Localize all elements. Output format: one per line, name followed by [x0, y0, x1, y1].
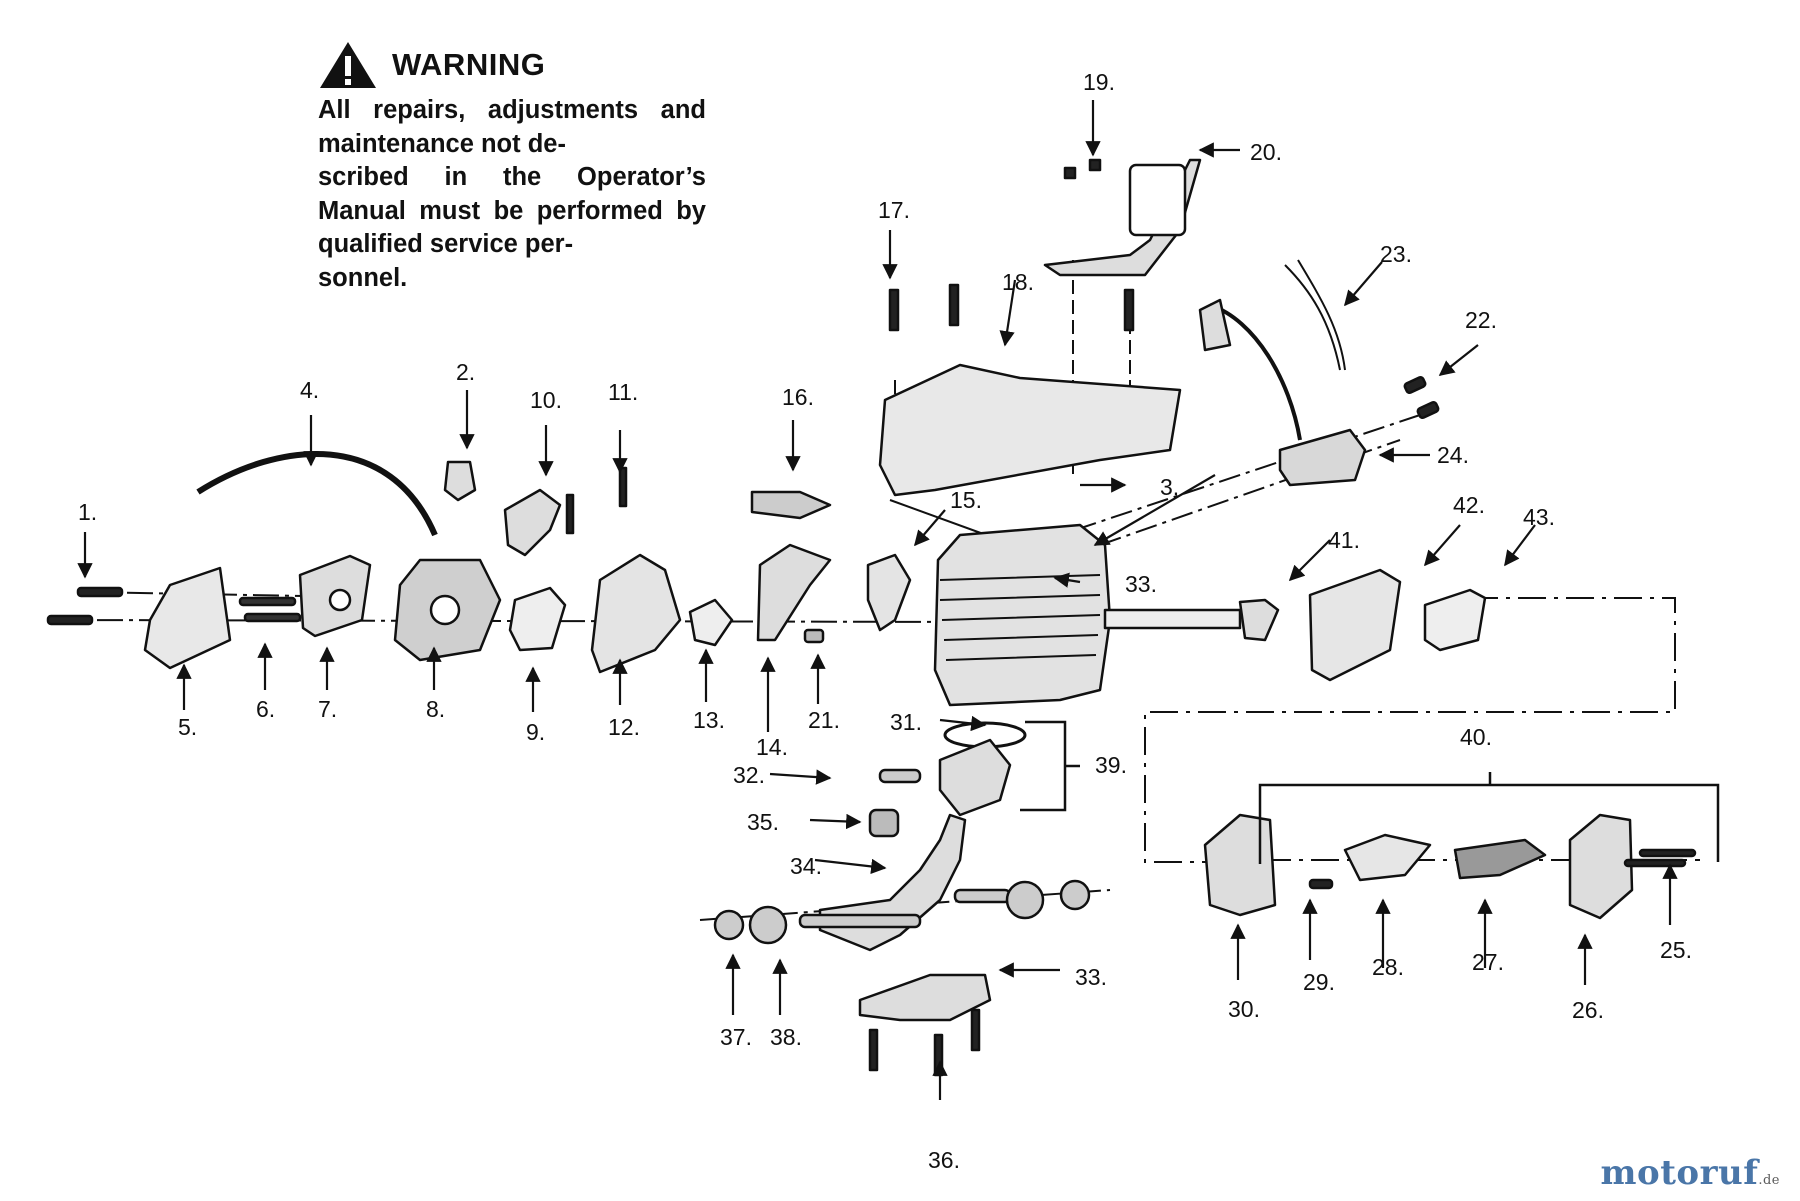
part-label: 20.	[1250, 139, 1282, 165]
crankcase-bottom	[858, 973, 992, 1022]
screws-6	[238, 596, 297, 607]
spark-plug	[750, 490, 832, 520]
part-label: 7.	[318, 696, 337, 722]
warning-title: WARNING	[392, 47, 546, 82]
gasket-43	[1423, 588, 1487, 652]
part-label: 38.	[770, 1024, 802, 1050]
heat-shield-42	[1308, 568, 1402, 682]
primer-bulb	[443, 460, 477, 502]
part-label: 3.	[1160, 474, 1179, 500]
part-label: 27.	[1472, 949, 1504, 975]
part-label: 30.	[1228, 996, 1260, 1022]
cylinder	[933, 523, 1112, 707]
muffler-back	[1568, 813, 1634, 920]
part-label: 26.	[1572, 997, 1604, 1023]
part-label: 43.	[1523, 504, 1555, 530]
screw-1	[46, 586, 124, 626]
part-label: 17.	[878, 197, 910, 223]
cylinder-cover	[878, 363, 1182, 497]
part-label: 28.	[1372, 954, 1404, 980]
bracket-10	[503, 488, 562, 557]
carb-housing	[590, 553, 682, 674]
gasket-41	[1238, 598, 1280, 642]
part-label: 2.	[456, 359, 475, 385]
muffler-baffle	[1343, 833, 1432, 882]
needle-bearing	[868, 808, 900, 838]
gasket-9	[508, 586, 567, 652]
part-label: 21.	[808, 707, 840, 733]
intake-boot	[688, 598, 734, 647]
clip-15	[866, 553, 912, 632]
part-label: 22.	[1465, 307, 1497, 333]
part-label: 11.	[608, 379, 638, 405]
part-label: 29.	[1303, 969, 1335, 995]
part-labels: 1. 2. 3. 4. 5. 6. 7. 8. 9. 10. 11. 12. 1…	[78, 69, 1692, 1173]
part-label: 15.	[950, 487, 982, 513]
warning-header: WARNING	[318, 40, 706, 90]
muffler-front	[1203, 813, 1277, 917]
part-label: 1.	[78, 499, 97, 525]
part-label: 37.	[720, 1024, 752, 1050]
spark-screen	[1453, 838, 1547, 880]
seal-37	[713, 909, 745, 941]
part-label: 8.	[426, 696, 445, 722]
part-label: 6.	[256, 696, 275, 722]
ignition-module	[1278, 428, 1367, 487]
part-label: 5.	[178, 714, 197, 740]
lever-14	[756, 543, 832, 642]
warning-triangle-icon	[320, 42, 376, 88]
part-drawings	[46, 158, 1697, 1077]
part-label: 34.	[790, 853, 822, 879]
part-label: 33.	[1125, 571, 1157, 597]
part-label: 36.	[928, 1147, 960, 1173]
part-label: 35.	[747, 809, 779, 835]
warning-notice: WARNING All repairs, adjustments and mai…	[318, 40, 706, 295]
part-label: 13.	[693, 707, 725, 733]
part-label: 23.	[1380, 241, 1412, 267]
air-filter-cover	[143, 566, 232, 670]
fuel-line	[196, 450, 438, 537]
part-label: 19.	[1083, 69, 1115, 95]
part-label: 4.	[300, 377, 319, 403]
part-label: 32.	[733, 762, 765, 788]
part-label: 24.	[1437, 442, 1469, 468]
part-label: 18.	[1002, 269, 1034, 295]
part-label: 33.	[1075, 964, 1107, 990]
part-label: 9.	[526, 719, 545, 745]
part-label: 31.	[890, 709, 922, 735]
part-label: 42.	[1453, 492, 1485, 518]
handle-20	[1043, 158, 1202, 277]
part-label: 16.	[782, 384, 814, 410]
part-label: 41.	[1328, 527, 1360, 553]
part-label: 40.	[1460, 724, 1492, 750]
piston-pin	[878, 768, 922, 784]
group-brackets	[1020, 720, 1720, 864]
part-label: 10.	[530, 387, 562, 413]
part-21	[803, 628, 825, 644]
warning-text: All repairs, adjustments and maintenance…	[318, 96, 706, 292]
part-label: 14.	[756, 734, 788, 760]
watermark-suffix: .de	[1758, 1173, 1780, 1188]
watermark-logo: motoruf.de	[1601, 1153, 1780, 1193]
piston	[938, 738, 1012, 817]
part-label: 39.	[1095, 752, 1127, 778]
part-label: 25.	[1660, 937, 1692, 963]
watermark-name: motoruf	[1600, 1153, 1759, 1193]
leader-arrows	[77, 100, 1678, 1100]
ignition-wires	[1284, 264, 1341, 371]
ignition-lead	[1209, 303, 1302, 441]
part-label: 12.	[608, 714, 640, 740]
bearing-38	[748, 905, 788, 945]
